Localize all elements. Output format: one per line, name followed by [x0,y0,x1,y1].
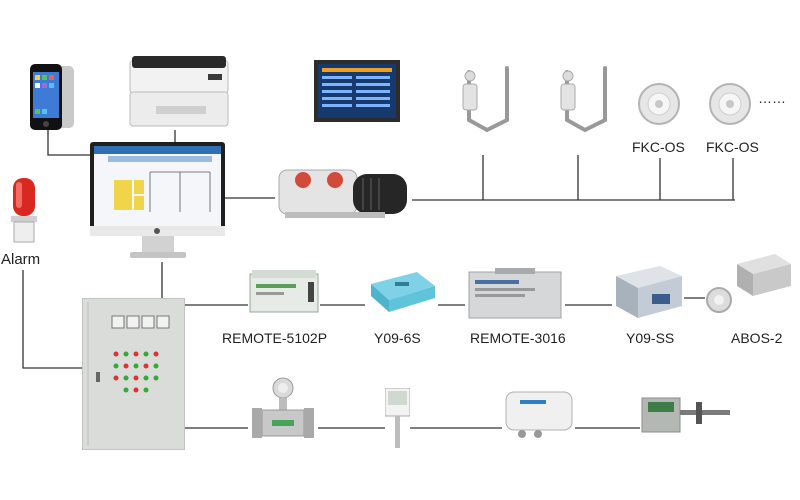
smartphone-icon [28,64,78,130]
printer-icon [126,52,231,130]
monitor-screen-icon [314,60,400,122]
y09-ss-device [612,264,684,320]
remote-5102p-device [248,268,320,316]
line-alarm-cabinet [22,270,82,369]
remote-3016-device [465,266,565,324]
flowmeter-icon [248,376,318,448]
label-remote-3016: REMOTE-3016 [470,330,566,346]
more-devices-ellipsis: …… [758,90,786,106]
label-y09-ss: Y09-SS [626,330,675,346]
line-phone-computer [47,130,100,156]
control-cabinet-icon [81,297,186,451]
sampler-probe-icon [455,62,515,137]
label-y09-6s: Y09-6S [374,330,421,346]
label-fkc-os-2: FKC-OS [706,139,759,155]
alarm-light-icon [9,178,39,248]
duct-sensor-icon [640,392,735,436]
sensor-disc-icon [708,82,752,126]
sampler-probe-icon [553,62,613,137]
abos-2-device [735,252,793,298]
label-fkc-os-1: FKC-OS [632,139,685,155]
label-alarm: Alarm [1,251,41,268]
label-remote-5102p: REMOTE-5102P [222,330,328,346]
computer-monitor-icon [90,142,225,260]
y09-6s-device [365,270,438,314]
thermometer-display-icon [384,387,411,450]
sensor-disc-icon [637,82,681,126]
pressure-transmitter-icon [502,386,575,442]
abos-2-sensor-disc-icon [705,286,733,314]
label-abos-2: ABOS-2 [731,330,783,346]
vacuum-pump-icon [275,160,412,222]
